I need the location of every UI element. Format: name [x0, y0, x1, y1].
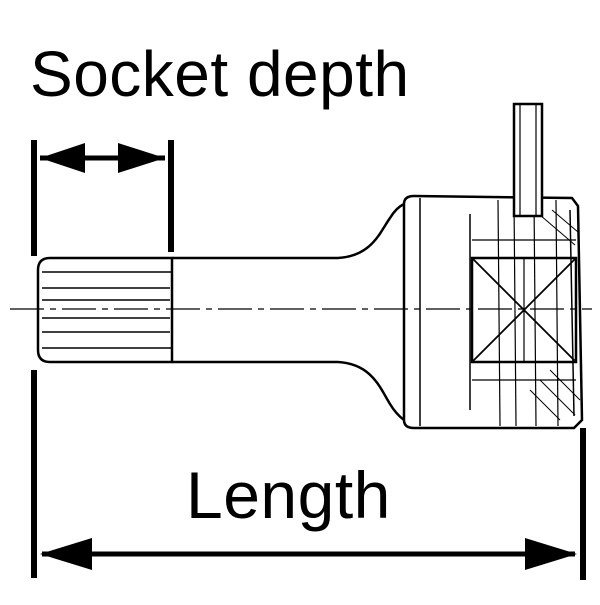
shank	[172, 202, 405, 421]
length-arrow-left	[40, 538, 92, 570]
retaining-pin	[512, 102, 544, 218]
splined-tip	[36, 256, 174, 364]
socket-body	[402, 194, 584, 430]
socket-depth-dimension	[31, 140, 174, 256]
length-arrow-right	[525, 538, 577, 570]
socket-depth-arrow-left	[40, 143, 85, 173]
length-dimension	[31, 370, 586, 580]
length-label: Length	[186, 458, 391, 532]
socket-depth-arrow-right	[118, 143, 165, 173]
socket-depth-label: Socket depth	[30, 38, 410, 110]
